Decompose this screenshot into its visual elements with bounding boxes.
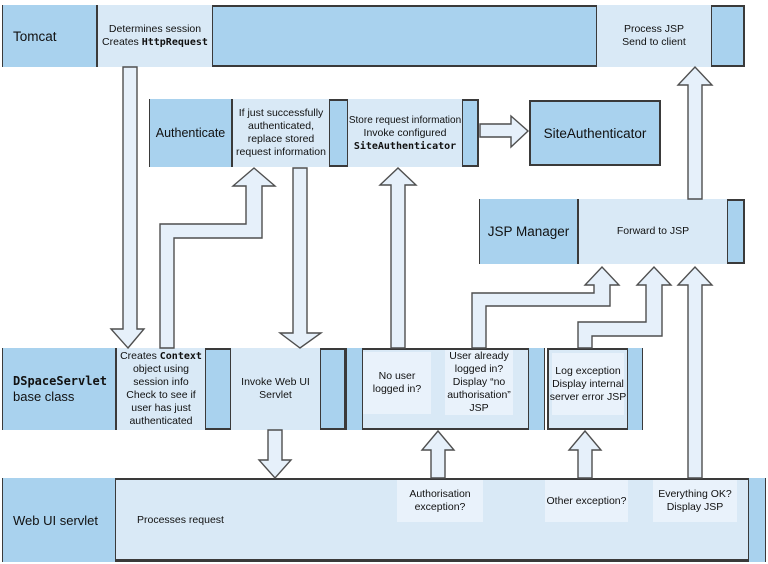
jsp-manager-label: JSP Manager: [487, 224, 570, 239]
arrow-dspace-to-store-icon: [378, 167, 418, 349]
text-part: Creates: [102, 36, 139, 48]
text-line: logged in?: [454, 363, 504, 375]
forward-to-jsp-box: Forward to JSP: [578, 199, 728, 264]
webui-servlet-row: [2, 478, 766, 562]
everything-ok-panel: Everything OK? Display JSP: [653, 480, 737, 522]
text-line: Log exception: [555, 364, 621, 377]
text-line: authenticated: [129, 415, 193, 427]
code-text: HttpRequest: [141, 37, 208, 48]
arrow-tomcat-to-context-icon: [109, 66, 146, 350]
tomcat-label: Tomcat: [13, 28, 57, 44]
text-line: Check to see if: [126, 389, 196, 401]
text-line: Forward to JSP: [616, 225, 690, 237]
text-line: logged in?: [372, 383, 422, 395]
text-line: Process JSP: [623, 23, 685, 35]
text-line: Determines session: [108, 23, 202, 35]
dspace-label-text: base class: [13, 389, 75, 404]
site-authenticator-box: SiteAuthenticator: [529, 100, 661, 166]
arrow-useralready-to-forward-icon: [471, 265, 621, 349]
dspace-label-code: DSpaceServlet: [13, 374, 107, 388]
jsp-manager-label-box: JSP Manager: [479, 199, 578, 264]
text-line: Servlet: [259, 389, 292, 401]
text-line: Display internal: [552, 377, 624, 390]
authenticate-label: Authenticate: [155, 125, 226, 140]
dspace-label-box: DSpaceServlet base class: [2, 348, 116, 430]
text-line: object using: [132, 363, 190, 375]
code-text: SiteAuthenticator: [353, 140, 457, 152]
webui-right-strip: [748, 478, 766, 562]
processes-request-text: Processes request: [137, 514, 224, 526]
text-line: Display JSP: [666, 501, 724, 513]
site-authenticator-label: SiteAuthenticator: [543, 125, 647, 141]
text-line: authenticated,: [248, 120, 314, 132]
invoke-webui-box: Invoke Web UI Servlet: [230, 348, 321, 430]
store-request-box: Store request information Invoke configu…: [347, 99, 463, 167]
text-line: Send to client: [622, 36, 686, 48]
text-line: JSP: [469, 402, 489, 414]
text-line: Creates Context: [120, 350, 202, 363]
code-text: Context: [159, 351, 202, 362]
arrow-invoke-to-webui-icon: [257, 429, 293, 480]
text-line: user has just: [131, 402, 191, 414]
tomcat-label-box: Tomcat: [2, 5, 97, 67]
authenticate-label-box: Authenticate: [149, 99, 232, 167]
determines-session-box: Determines session Creates HttpRequest: [97, 5, 213, 67]
text-line: replace stored: [247, 133, 315, 145]
arrow-logexception-to-forward-icon: [577, 265, 673, 349]
text-line: User already: [449, 350, 509, 362]
text-line: session info: [133, 376, 189, 388]
arrow-webui-to-nouser-icon: [420, 429, 456, 479]
text-line: request information: [236, 146, 326, 158]
text-line: exception?: [414, 501, 466, 513]
text-line: Authorisation: [409, 488, 471, 500]
webui-label-box: Web UI servlet: [2, 478, 116, 562]
other-exception-panel: Other exception?: [545, 480, 628, 522]
text-line: Everything OK?: [658, 488, 732, 500]
webui-label: Web UI servlet: [13, 512, 99, 528]
creates-context-box: Creates Context object using session inf…: [116, 348, 206, 430]
text-line: Other exception?: [546, 494, 627, 507]
log-exception-right-strip: [627, 348, 643, 430]
text-part: Creates: [120, 350, 157, 362]
arrow-webui-to-forward-icon: [676, 265, 714, 479]
log-exception-panel: Log exception Display internal server er…: [549, 353, 627, 415]
user-already-panel: User already logged in? Display “no auth…: [445, 350, 513, 415]
text-line: Creates HttpRequest: [102, 36, 208, 49]
no-user-panel: No user logged in?: [363, 352, 431, 414]
text-line: Display “no: [452, 376, 506, 388]
login-check-left-strip: [346, 348, 363, 430]
text-line: If just successfully: [238, 107, 324, 119]
login-check-right-strip: [528, 348, 545, 430]
arrow-jspmanager-to-processjsp-icon: [676, 65, 714, 200]
arrow-replace-to-invoke-icon: [277, 167, 324, 349]
text-line: authorisation”: [447, 389, 511, 401]
text-line: Invoke Web UI: [241, 376, 310, 388]
authorisation-exception-panel: Authorisation exception?: [397, 480, 483, 522]
replace-stored-box: If just successfully authenticated, repl…: [232, 99, 330, 167]
arrow-context-to-replace-icon: [159, 167, 277, 349]
arrow-store-to-siteauthenticator-icon: [479, 114, 530, 149]
text-line: Invoke configured: [363, 126, 447, 139]
process-jsp-box: Process JSP Send to client: [596, 5, 712, 67]
arrow-webui-to-logexception-icon: [567, 429, 603, 479]
text-line: No user: [378, 370, 416, 382]
text-line: server error JSP: [549, 390, 627, 403]
text-line: Store request information: [348, 114, 462, 126]
